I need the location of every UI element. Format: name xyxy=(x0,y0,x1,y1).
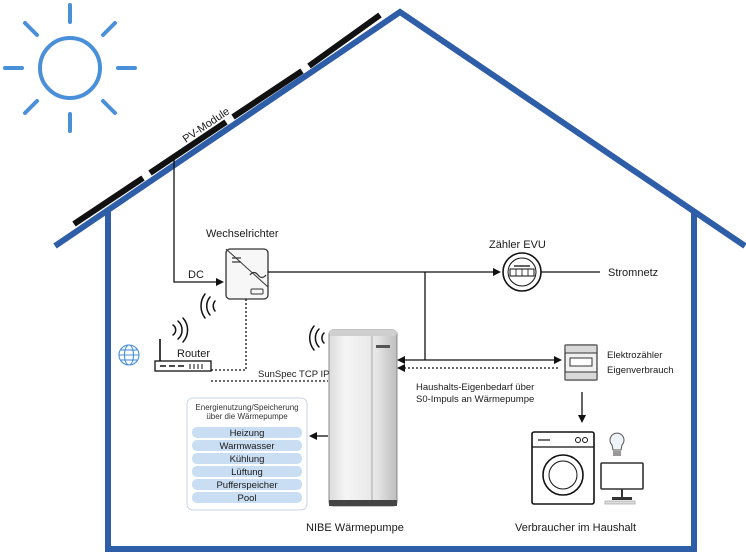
ac-arrowhead xyxy=(493,268,501,276)
globe-icon xyxy=(118,344,140,366)
energy-item: Kühlung xyxy=(192,453,302,465)
power-arrowhead-left xyxy=(397,356,405,364)
dc-line xyxy=(173,160,219,283)
energy-item-label: Warmwasser xyxy=(219,441,274,452)
energy-usage-box: Energienutzung/Speicherung über die Wärm… xyxy=(186,397,308,511)
dc-label: DC xyxy=(188,269,204,281)
lightbulb-icon xyxy=(609,432,625,456)
energy-item-label: Lüftung xyxy=(231,467,263,478)
consumers-label: Verbraucher im Haushalt xyxy=(515,522,636,534)
household-label-line2: S0-Impuls an Wärmepumpe xyxy=(416,394,534,405)
household-label-line1: Haushalts-Eigenbedarf über xyxy=(416,382,534,393)
monitor-icon xyxy=(600,462,644,505)
dc-arrowhead xyxy=(216,278,224,286)
solar-panel-icon xyxy=(72,12,382,227)
sub-meter-icon xyxy=(564,344,598,381)
sub-meter-label-line2: Eigenverbrauch xyxy=(607,365,674,376)
energy-item: Lüftung xyxy=(192,466,302,478)
energy-box-title-line1: Energienutzung/Speicherung xyxy=(195,403,298,412)
energy-item-label: Kühlung xyxy=(230,454,265,465)
wifi-icon xyxy=(172,317,189,343)
energy-item: Heizung xyxy=(192,427,302,439)
wifi-icon xyxy=(200,293,216,319)
energy-box-title-line2: über die Wärmepumpe xyxy=(206,412,288,421)
energy-item: Warmwasser xyxy=(192,440,302,452)
heat-pump-icon xyxy=(328,329,398,507)
wifi-icon xyxy=(308,325,325,351)
inverter-label: Wechselrichter xyxy=(206,228,279,240)
energy-arrowhead xyxy=(309,432,317,440)
sub-meter-label-line1: Elektrozähler xyxy=(607,350,662,361)
consumer-arrowhead xyxy=(578,415,586,423)
inverter-router-dotted-line xyxy=(211,299,247,371)
inverter-icon xyxy=(225,248,269,300)
router-icon xyxy=(154,339,212,372)
energy-item: Pool xyxy=(192,492,302,504)
meter-evu-label: Zähler EVU xyxy=(489,239,546,251)
router-label: Router xyxy=(177,348,210,360)
power-arrowhead-right xyxy=(554,356,562,364)
energy-item-label: Pool xyxy=(237,493,256,504)
house-walls xyxy=(105,212,697,552)
energy-item-label: Heizung xyxy=(230,428,265,439)
grid-label: Stromnetz xyxy=(608,267,658,279)
sunspec-label: SunSpec TCP IP xyxy=(258,369,329,380)
s0-arrowhead xyxy=(397,364,405,372)
washing-machine-icon xyxy=(531,431,595,505)
energy-item: Pufferspeicher xyxy=(192,479,302,491)
heatpump-label: NIBE Wärmepumpe xyxy=(306,522,404,534)
meter-icon xyxy=(502,252,542,292)
energy-item-label: Pufferspeicher xyxy=(216,480,277,491)
sun-icon xyxy=(3,3,137,133)
house-outline xyxy=(53,8,746,249)
